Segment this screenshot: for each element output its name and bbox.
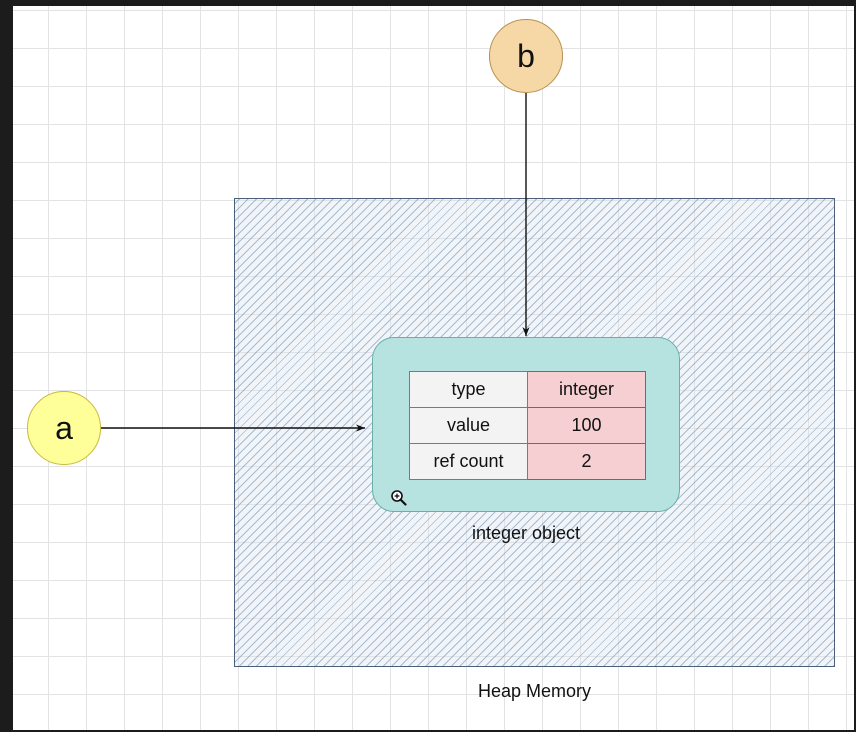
variable-b-node[interactable]: b [489,19,563,93]
attribute-value: 2 [527,443,646,480]
variable-b-label: b [517,37,535,74]
table-row: type integer [409,371,646,408]
variable-a-label: a [55,409,73,446]
integer-object-label: integer object [471,523,581,543]
attribute-key: ref count [409,443,528,480]
attribute-value: integer [527,371,646,408]
heap-memory-label: Heap Memory [477,681,592,701]
variable-a-node[interactable]: a [27,391,101,465]
heap-memory-region [234,198,835,667]
zoom-in-icon[interactable] [390,489,408,507]
table-row: ref count 2 [409,443,646,480]
object-attribute-table: type integer value 100 ref count 2 [409,371,646,480]
attribute-key: value [409,407,528,444]
attribute-key: type [409,371,528,408]
attribute-value: 100 [527,407,646,444]
table-row: value 100 [409,407,646,444]
